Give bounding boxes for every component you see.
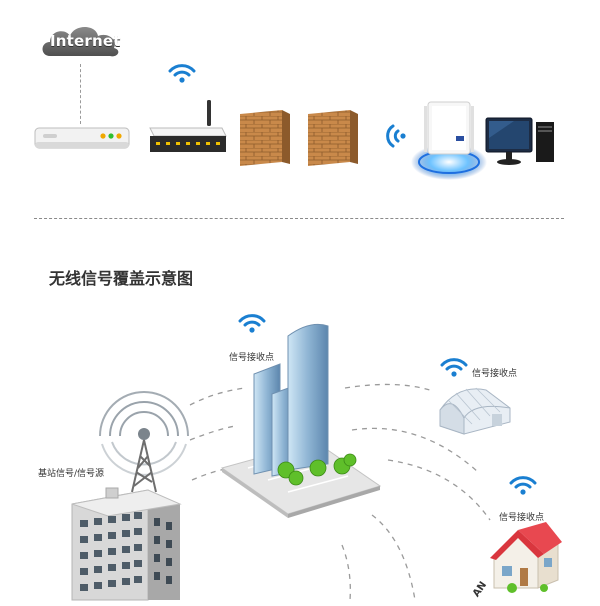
brick-wall-2 [306,108,362,172]
wifi-icon-receive-right [440,356,468,382]
internet-label: Internet [50,32,121,50]
office-towers [218,318,383,522]
signal-tower [96,388,192,500]
section-divider [34,218,564,219]
apartment-building [68,482,186,606]
greenhouse [434,380,518,444]
label-receive-bottom: 信号接收点 [499,513,545,523]
house [488,522,564,598]
wifi-icon-receive-top [238,312,266,338]
internet-cloud [38,20,122,62]
wifi-signal-icon [383,122,409,154]
cloud-to-modem-line [80,64,81,124]
label-receive-top: 信号接收点 [229,353,275,363]
label-base-station: 基站信号/信号源 [38,469,105,479]
wifi-icon [168,62,196,88]
wireless-adapter [410,96,488,186]
modem [33,124,131,152]
wifi-icon-receive-bottom [509,474,537,500]
diagram-title: 无线信号覆盖示意图 [49,269,194,288]
cloud-icon [42,27,119,57]
router [148,98,228,158]
label-receive-right: 信号接收点 [472,369,518,379]
brick-wall-1 [238,108,294,172]
desktop-computer [484,116,556,172]
